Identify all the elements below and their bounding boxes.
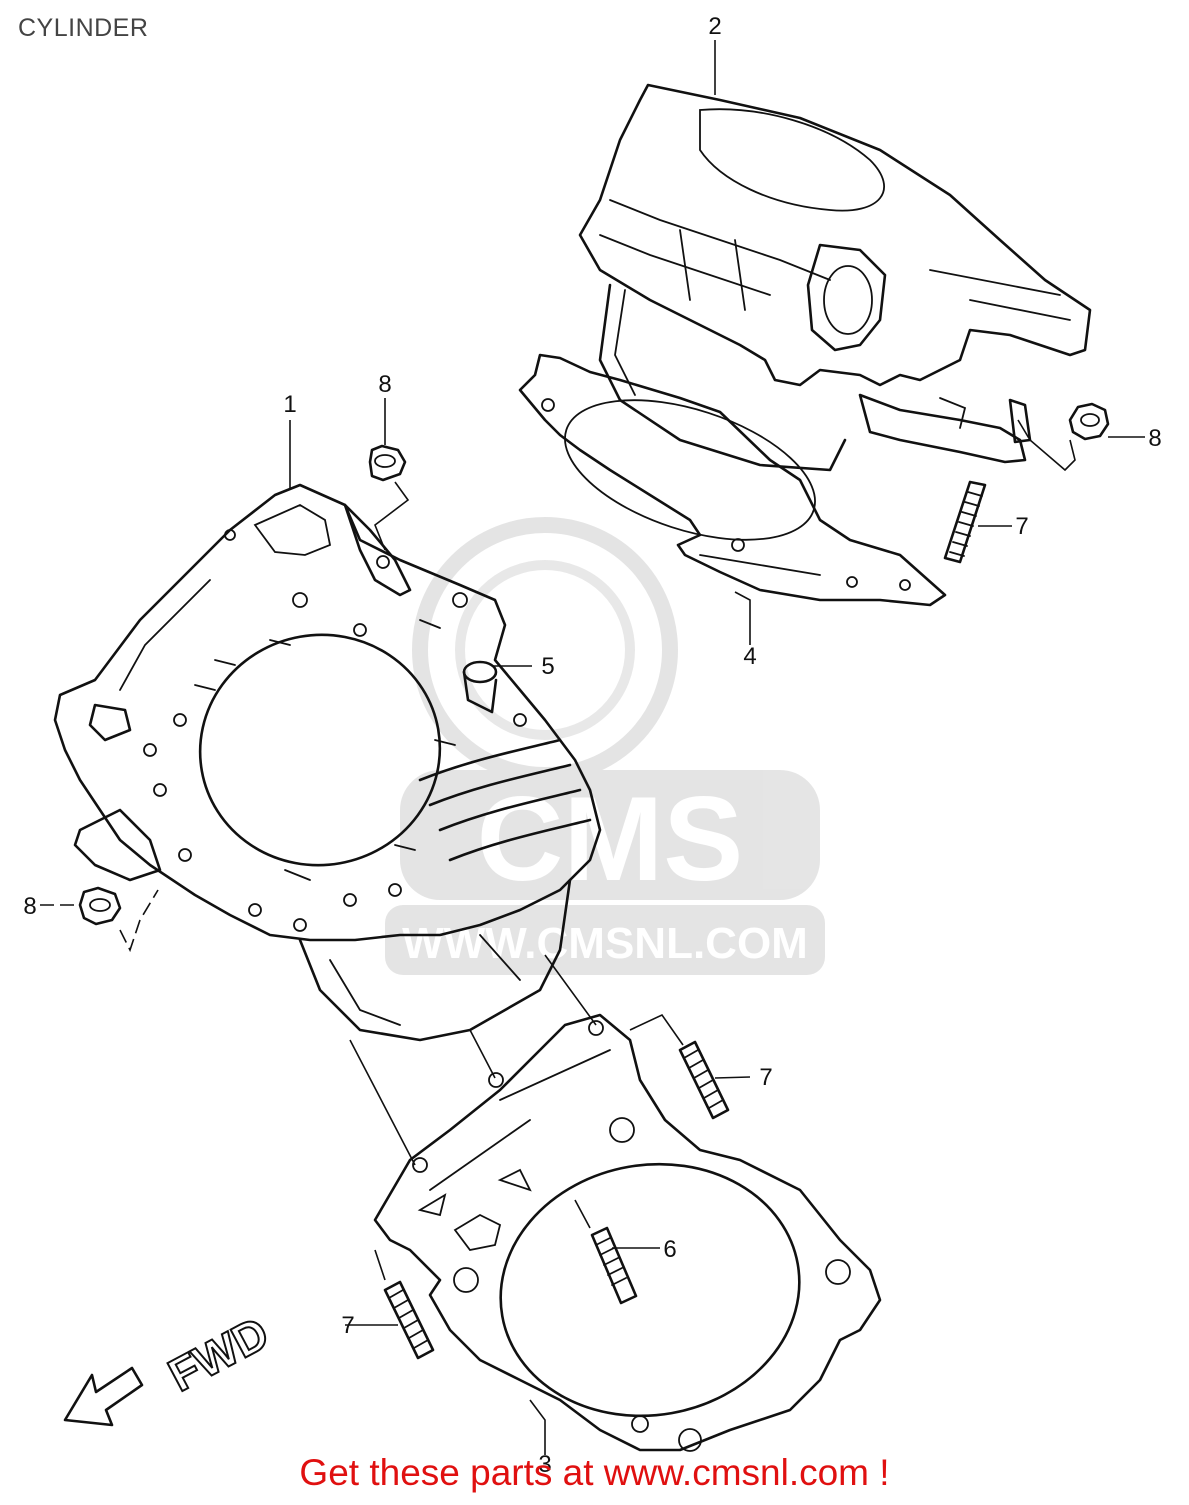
part-front-gasket[interactable] [373, 1013, 882, 1452]
leader-8-lower [40, 889, 159, 953]
leader-6 [574, 1199, 660, 1249]
leader-8-upper [374, 398, 410, 551]
leader-8-right [1017, 419, 1145, 472]
nut-upper-left[interactable] [368, 444, 407, 482]
callout-7-lower: 7 [341, 1312, 354, 1339]
leader-7-middle [629, 1013, 751, 1079]
callout-7-middle: 7 [759, 1064, 772, 1091]
nut-lower-left[interactable] [78, 886, 122, 926]
callout-7-upper: 7 [1015, 513, 1028, 540]
callout-8-lower: 8 [23, 893, 36, 920]
stud-center[interactable] [590, 1226, 638, 1305]
callout-4: 4 [743, 643, 756, 670]
assembly-lines [349, 954, 597, 1166]
leader-7-lower [345, 1249, 398, 1326]
callout-5: 5 [541, 653, 554, 680]
callout-3: 3 [538, 1451, 551, 1478]
part-rear-cylinder[interactable] [578, 83, 1092, 472]
callout-2: 2 [708, 13, 721, 40]
callout-1: 1 [283, 391, 296, 418]
fwd-direction-marker: FWD [63, 1305, 278, 1427]
part-rear-gasket[interactable] [518, 353, 947, 607]
callout-6: 6 [663, 1236, 676, 1263]
watermark-logo: CMS WWW.CMSNL.COM [385, 517, 825, 975]
nut-right[interactable] [1068, 402, 1110, 441]
watermark-brand: CMS [477, 772, 744, 906]
leader-4 [734, 591, 751, 645]
footer-parts-link[interactable]: Get these parts at www.cmsnl.com ! [299, 1452, 890, 1493]
fwd-arrow-icon [63, 1366, 144, 1427]
callout-8-upper: 8 [378, 371, 391, 398]
watermark-url: WWW.CMSNL.COM [402, 919, 808, 968]
stud-upper-right[interactable] [943, 480, 987, 564]
leader-3 [529, 1399, 546, 1455]
part-front-cylinder[interactable] [53, 483, 602, 1042]
stud-middle-right[interactable] [678, 1040, 730, 1120]
fwd-label: FWD [160, 1306, 277, 1401]
page-title: CYLINDER [18, 14, 149, 42]
callout-8-right: 8 [1148, 425, 1161, 452]
stud-lower-left[interactable] [383, 1280, 435, 1360]
